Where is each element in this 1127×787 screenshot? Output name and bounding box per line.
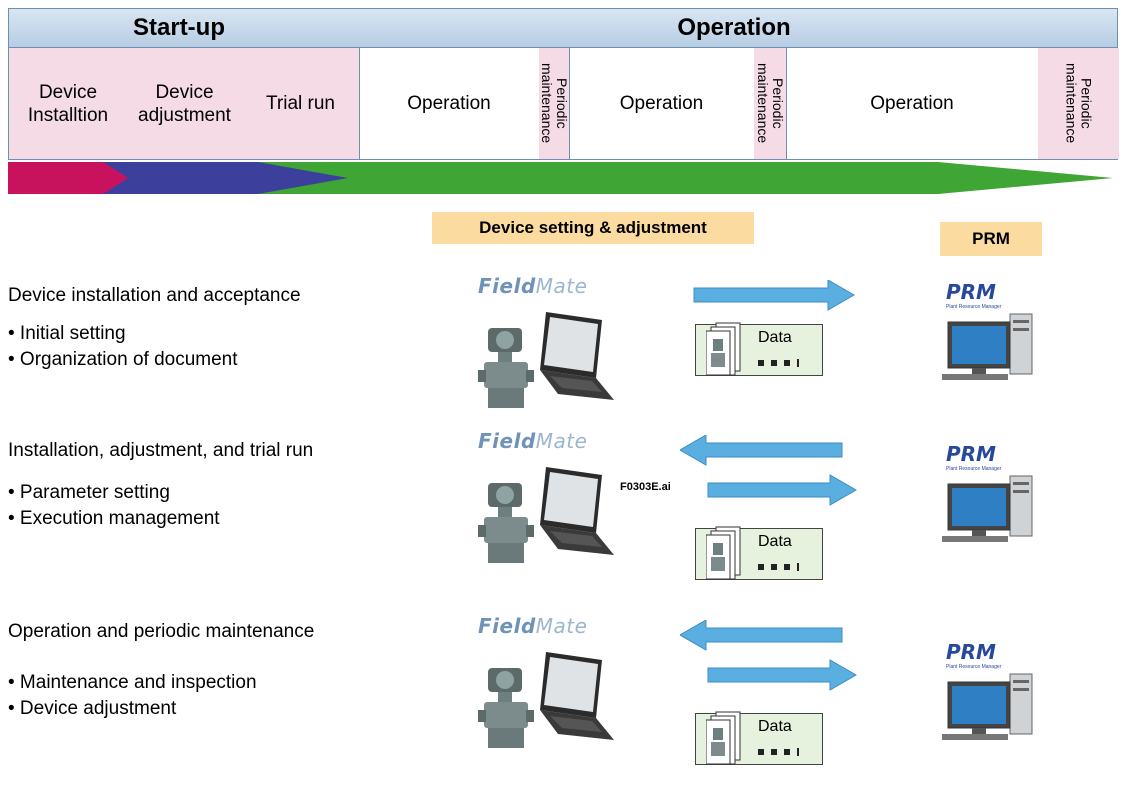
section-title: Operation and periodic maintenance	[8, 621, 315, 642]
prm-tag: PRM	[940, 222, 1042, 256]
stage-operation-2: Operation	[569, 48, 755, 159]
fieldmate-logo-bold: Field	[478, 274, 536, 298]
laptop-icon	[540, 652, 614, 740]
right-arrow	[693, 280, 856, 311]
transmitter-icon	[478, 328, 534, 408]
prm-logo-text: PRM	[946, 640, 996, 664]
stage-trial-run: Trial run	[242, 48, 360, 159]
prm-logo-subtitle: Plant Resource Manager	[946, 466, 1002, 472]
stage-device-adjustment: Device adjustment	[127, 48, 243, 159]
fieldmate-logo: FieldMate	[478, 614, 587, 638]
stage-row: Device Installtion Device adjustment Tri…	[8, 48, 1119, 160]
stage-label: Device Installtion	[27, 81, 109, 126]
desktop-pc-icon	[938, 668, 1038, 743]
prm-logo-text: PRM	[946, 442, 996, 466]
fieldmate-logo: FieldMate	[478, 274, 587, 298]
fieldmate-logo: FieldMate	[478, 429, 587, 453]
bullet-item: • Organization of document	[8, 349, 238, 370]
stage-operation-1: Operation	[359, 48, 540, 159]
stage-label: Periodic maintenance	[539, 63, 570, 144]
laptop-icon	[540, 467, 614, 555]
bullet-item: • Initial setting	[8, 323, 126, 344]
left-arrow	[680, 435, 843, 466]
document-icon	[706, 526, 741, 580]
file-code-label: F0303E.ai	[620, 481, 671, 493]
fieldmate-logo-thin: Mate	[535, 274, 588, 298]
flow-arrows	[680, 435, 858, 506]
phase-operation: Operation	[677, 14, 791, 41]
document-icon	[706, 322, 741, 376]
data-box: Data	[695, 711, 823, 765]
stage-label: Device adjustment	[138, 81, 231, 126]
bullet-item: • Device adjustment	[8, 698, 177, 719]
data-label: Data	[758, 718, 792, 735]
phase-header-bar: Start-up Operation	[8, 8, 1118, 48]
stage-label: Operation	[619, 93, 704, 114]
prm-logo-subtitle: Plant Resource Manager	[946, 304, 1002, 310]
device-group	[474, 463, 624, 568]
fieldmate-logo-bold: Field	[478, 614, 536, 638]
fieldmate-logo-bold: Field	[478, 429, 536, 453]
stage-periodic-maintenance-3: Periodic maintenance	[1038, 48, 1119, 159]
fieldmate-logo-thin: Mate	[535, 614, 588, 638]
lifecycle-progress-arrows	[8, 162, 1113, 194]
stage-device-installation: Device Installtion	[9, 48, 128, 159]
bullet-item: • Parameter setting	[8, 482, 170, 503]
stage-operation-3: Operation	[786, 48, 1039, 159]
stage-label: Trial run	[266, 93, 335, 114]
section-title: Installation, adjustment, and trial run	[8, 440, 314, 461]
section-title: Device installation and acceptance	[8, 285, 301, 306]
laptop-icon	[540, 312, 614, 400]
stage-label: Periodic maintenance	[755, 63, 786, 144]
data-dots	[758, 563, 799, 571]
desktop-pc-icon	[938, 470, 1038, 545]
transmitter-icon	[478, 483, 534, 563]
data-box: Data	[695, 322, 823, 376]
data-dots	[758, 359, 799, 367]
document-icon	[706, 711, 741, 765]
stage-label: Periodic maintenance	[1063, 63, 1095, 144]
prm-logo-subtitle: Plant Resource Manager	[946, 664, 1002, 670]
fieldmate-logo-thin: Mate	[535, 429, 588, 453]
desktop-pc-icon	[938, 308, 1038, 383]
stage-label: Operation	[407, 93, 491, 114]
right-arrow	[707, 659, 858, 691]
data-label: Data	[758, 329, 792, 346]
prm-logo-text: PRM	[946, 280, 996, 304]
flow-arrows	[693, 280, 856, 311]
left-arrow	[680, 620, 843, 651]
device-group	[474, 308, 624, 413]
installation-progress-arrow	[8, 162, 128, 194]
data-label: Data	[758, 533, 792, 550]
bullet-item: • Maintenance and inspection	[8, 672, 257, 693]
data-dots	[758, 748, 799, 756]
device-setting-tag: Device setting & adjustment	[432, 212, 754, 244]
device-group	[474, 648, 624, 753]
stage-periodic-maintenance-1: Periodic maintenance	[539, 48, 570, 159]
data-box: Data	[695, 526, 823, 580]
transmitter-icon	[478, 668, 534, 748]
right-arrow	[707, 474, 858, 506]
phase-startup: Start-up	[133, 14, 225, 41]
bullet-item: • Execution management	[8, 508, 220, 529]
flow-arrows	[680, 620, 858, 691]
stage-label: Operation	[870, 93, 954, 114]
stage-periodic-maintenance-2: Periodic maintenance	[754, 48, 787, 159]
